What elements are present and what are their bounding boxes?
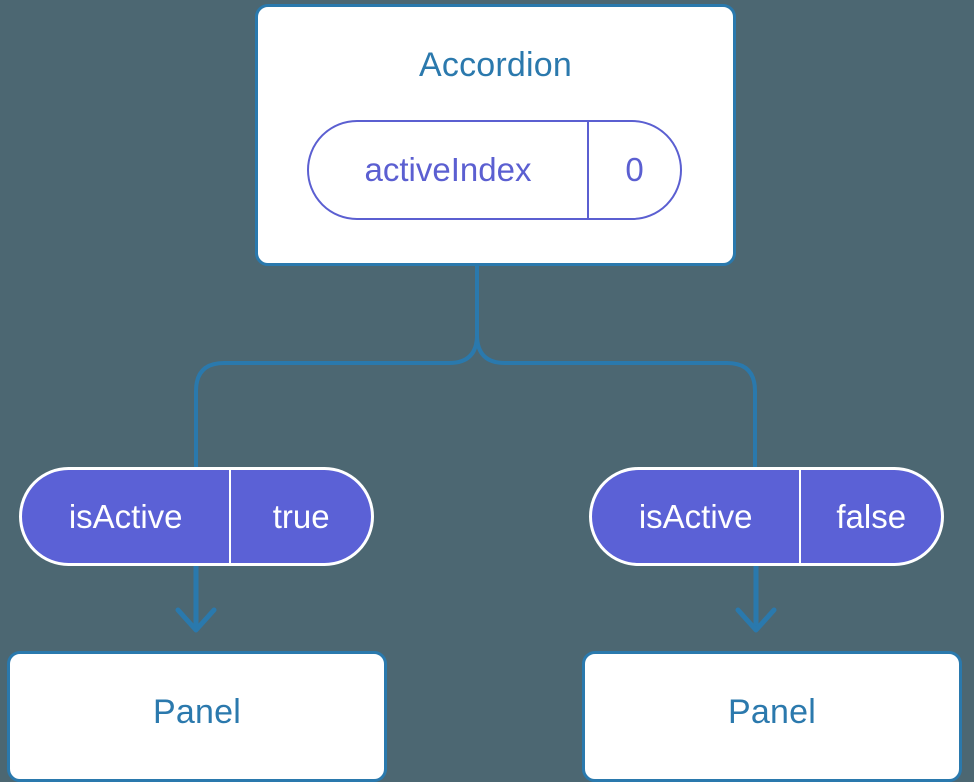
prop-pill-is-active-true-key: isActive (22, 470, 232, 563)
prop-pill-is-active-false-value: false (836, 497, 907, 535)
arrow-right-branch-to-panel (735, 566, 777, 633)
panel-card-left-title: Panel (153, 693, 241, 731)
connector-root-to-left-branch (194, 265, 479, 468)
panel-card-left[interactable]: Panel (7, 651, 387, 782)
prop-pill-is-active-true-value: true (272, 497, 330, 535)
connector-root-to-right-branch (475, 265, 757, 468)
panel-card-right-title: Panel (728, 693, 816, 731)
prop-pill-active-index[interactable]: activeIndex 0 (307, 120, 682, 220)
arrow-left-branch-to-panel (175, 566, 217, 633)
prop-pill-active-index-value: 0 (625, 151, 644, 188)
panel-card-right[interactable]: Panel (582, 651, 962, 782)
prop-pill-is-active-false-key: isActive (592, 470, 802, 563)
prop-pill-is-active-true[interactable]: isActive true (19, 467, 374, 566)
accordion-component-title: Accordion (419, 46, 572, 84)
prop-pill-is-active-false[interactable]: isActive false (589, 467, 944, 566)
prop-pill-active-index-key: activeIndex (309, 122, 589, 218)
